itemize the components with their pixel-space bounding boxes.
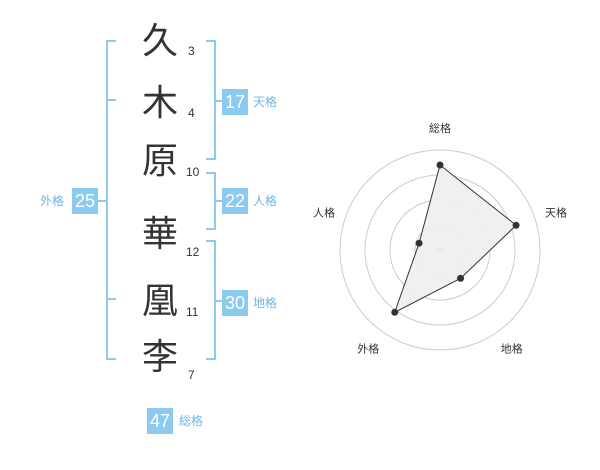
name-char-2: 木	[141, 83, 178, 124]
soukaku-score: 47	[147, 408, 173, 434]
radar-axis-label-1: 総格	[429, 121, 451, 135]
name-char-3: 原	[141, 141, 178, 182]
tenkaku-score: 17	[222, 89, 248, 115]
radar-axis-label-4: 外格	[357, 342, 379, 356]
name-char-1: 久	[141, 21, 178, 62]
radar-point-2	[512, 221, 520, 229]
radar-point-5	[415, 239, 423, 247]
jinkaku-connector	[214, 200, 222, 202]
radar-point-4	[391, 308, 399, 316]
radar-plot	[391, 161, 520, 316]
gaikaku-connector	[98, 200, 106, 202]
radar-point-1	[436, 161, 444, 169]
gaikaku-label: 外格	[40, 194, 65, 208]
radar-ring-1	[339, 149, 541, 351]
name-char-6: 李	[141, 337, 178, 378]
stroke-count-4: 12	[186, 245, 200, 259]
stroke-count-3: 10	[186, 165, 200, 179]
stroke-count-1: 3	[188, 44, 195, 58]
tenkaku-connector	[214, 100, 222, 102]
radar-polygon	[393, 164, 517, 314]
soukaku-label: 総格	[179, 414, 204, 428]
radar-axis-label-5: 人格	[313, 205, 335, 219]
gaikaku-tick-2	[106, 298, 116, 300]
stroke-count-6: 7	[188, 368, 195, 382]
stroke-count-5: 11	[186, 305, 199, 319]
stroke-count-2: 4	[188, 106, 195, 120]
radar-axis-label-2: 天格	[545, 205, 567, 219]
jinkaku-label: 人格	[253, 194, 278, 208]
gaikaku-score: 25	[72, 188, 98, 214]
tenkaku-label: 天格	[253, 95, 278, 109]
radar-point-3	[457, 274, 465, 282]
gaikaku-tick-1	[106, 99, 116, 101]
radar-axis-label-3: 地格	[501, 342, 523, 356]
name-char-4: 華	[141, 214, 178, 255]
chikaku-label: 地格	[253, 296, 278, 310]
chikaku-connector	[214, 300, 222, 302]
jinkaku-score: 22	[222, 188, 248, 214]
name-char-5: 凰	[141, 281, 178, 322]
gaikaku-bracket	[106, 40, 116, 360]
chikaku-score: 30	[222, 290, 248, 316]
